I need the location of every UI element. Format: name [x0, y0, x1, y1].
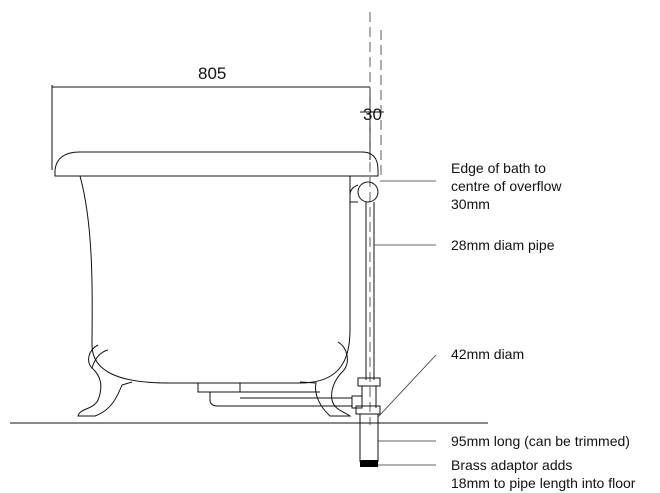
edge-note-line1: Edge of bath to	[451, 160, 546, 176]
waste-outlet	[197, 382, 241, 393]
left-claw-foot	[77, 344, 133, 417]
overflow-offset-label: 30	[363, 105, 382, 124]
width-dimension: 805	[51, 64, 370, 170]
pipe-note: 28mm diam pipe	[451, 237, 555, 253]
diam42-note: 42mm diam	[451, 346, 524, 362]
edge-note-line3: 30mm	[451, 196, 490, 212]
adaptor-note-line1: Brass adaptor adds	[451, 457, 572, 473]
edge-note-line2: centre of overflow	[451, 178, 562, 194]
width-dimension-label: 805	[198, 64, 226, 83]
waste-pipe-horizontal	[209, 392, 352, 407]
brass-adaptor	[360, 460, 378, 467]
overflow-offset-dimension: 30	[360, 88, 384, 160]
diam42-leader	[377, 354, 437, 418]
bath-rim	[54, 151, 379, 177]
bath-body	[79, 175, 351, 384]
long95-note: 95mm long (can be trimmed)	[451, 433, 630, 449]
adaptor-note-line2: 18mm to pipe length into floor	[451, 475, 636, 491]
overflow-fitting	[357, 181, 379, 203]
tail-pipe	[359, 414, 379, 462]
right-claw-foot	[299, 341, 352, 417]
overflow-pipe	[365, 202, 375, 380]
trap-body	[351, 386, 381, 415]
overflow-arm	[349, 184, 359, 203]
coupling-nut	[357, 377, 381, 387]
